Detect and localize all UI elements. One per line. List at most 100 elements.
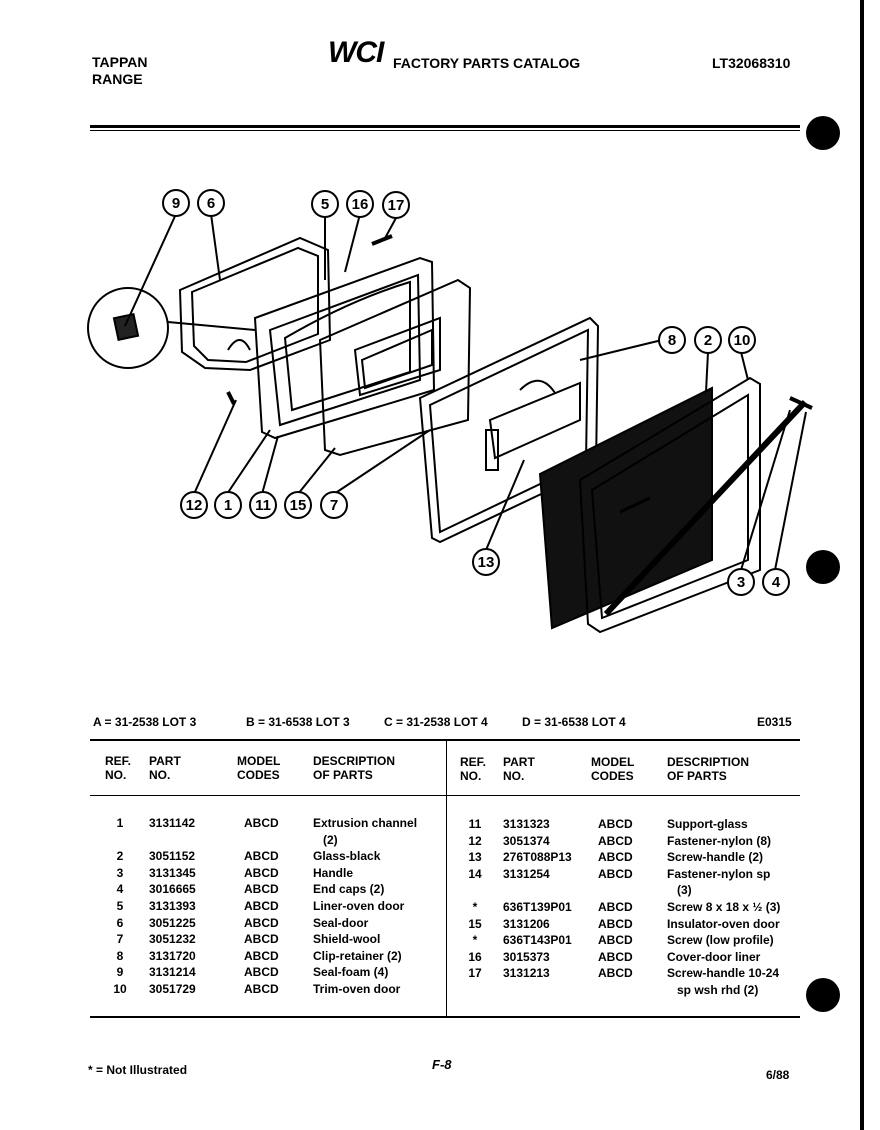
svg-text:2: 2 bbox=[704, 332, 712, 349]
svg-text:11: 11 bbox=[255, 497, 271, 514]
not-illustrated-note: * = Not Illustrated bbox=[88, 1063, 188, 1077]
table-top-rule bbox=[90, 739, 800, 741]
lot-c: C = 31-2538 LOT 4 bbox=[384, 715, 488, 729]
table-cell-part: 3131393 bbox=[149, 899, 196, 913]
table-cell-desc-cont: sp wsh rhd (2) bbox=[677, 983, 759, 997]
table-cell-part: 3131720 bbox=[149, 948, 196, 963]
svg-text:6: 6 bbox=[207, 195, 215, 212]
callout-9: 9 bbox=[162, 189, 190, 217]
header-rule-thin bbox=[90, 130, 800, 131]
header-ref-right: REF.NO. bbox=[460, 755, 487, 783]
table-bottom-rule bbox=[90, 1016, 800, 1018]
catalog-title: FACTORY PARTS CATALOG bbox=[393, 55, 581, 71]
table-cell-desc-cont: (2) bbox=[323, 832, 338, 847]
table-cell-model: ABCD bbox=[598, 949, 633, 964]
table-cell-desc: Support-glass bbox=[667, 817, 748, 831]
table-cell-model: ABCD bbox=[598, 916, 633, 931]
table-cell-part: 636T139P01 bbox=[503, 900, 572, 914]
table-cell-ref: 7 bbox=[116, 932, 124, 947]
table-cell-desc: Screw 8 x 18 x ½ (3) bbox=[667, 900, 781, 914]
table-cell-desc: Screw-handle (2) bbox=[667, 850, 764, 865]
table-cell-part: 3131214 bbox=[149, 965, 196, 980]
page-border-right bbox=[860, 0, 864, 1130]
svg-text:13: 13 bbox=[478, 554, 495, 571]
table-cell-ref: 13 bbox=[468, 850, 482, 865]
table-cell-model: ABCD bbox=[598, 900, 633, 914]
table-cell-desc: Fastener-nylon (8) bbox=[667, 833, 772, 848]
callout-13: 13 bbox=[472, 548, 500, 576]
table-divider bbox=[446, 741, 447, 1016]
svg-text:15: 15 bbox=[290, 497, 307, 514]
diagram-code: E0315 bbox=[757, 715, 792, 729]
table-cell-desc: End caps (2) bbox=[313, 882, 385, 897]
table-cell-part: 3051225 bbox=[149, 915, 196, 930]
lot-b: B = 31-6538 LOT 3 bbox=[246, 715, 350, 729]
table-cell-ref: * bbox=[472, 933, 478, 948]
callout-17: 17 bbox=[382, 191, 410, 219]
table-cell-desc: Glass-black bbox=[313, 849, 381, 864]
table-cell-part: 3051152 bbox=[149, 849, 196, 864]
table-cell-part: 3051374 bbox=[503, 833, 550, 848]
table-cell-ref: 17 bbox=[468, 966, 482, 981]
table-cell-ref: 3 bbox=[116, 865, 124, 880]
seal-door-part bbox=[178, 236, 332, 372]
binder-hole-middle bbox=[806, 550, 840, 584]
table-cell-desc: Extrusion channel bbox=[313, 816, 418, 830]
lot-a: A = 31-2538 LOT 3 bbox=[93, 715, 197, 729]
table-cell-ref: 15 bbox=[468, 916, 482, 931]
table-cell-model: ABCD bbox=[244, 982, 279, 996]
table-cell-desc: Handle bbox=[313, 865, 354, 880]
table-cell-model: ABCD bbox=[598, 966, 633, 981]
callout-layer: 9 6 5 16 17 8 2 10 12 1 11 15 7 13 3 4 bbox=[162, 189, 790, 596]
table-cell-desc: Shield-wool bbox=[313, 932, 381, 947]
callout-4: 4 bbox=[762, 568, 790, 596]
table-cell-model: ABCD bbox=[244, 899, 279, 913]
table-cell-model: ABCD bbox=[598, 933, 633, 948]
header-ref: REF.NO. bbox=[105, 754, 132, 782]
table-cell-part: 3051232 bbox=[149, 932, 196, 947]
exploded-door-diagram bbox=[87, 213, 813, 634]
callout-6: 6 bbox=[197, 189, 225, 217]
callout-16: 16 bbox=[346, 190, 374, 218]
table-cell-model: ABCD bbox=[244, 965, 279, 980]
svg-text:5: 5 bbox=[321, 196, 329, 213]
table-cell-desc-cont: (3) bbox=[677, 883, 692, 898]
table-cell-part: 3131142 bbox=[149, 816, 196, 830]
table-cell-model: ABCD bbox=[244, 882, 279, 897]
table-cell-part: 276T088P13 bbox=[503, 850, 572, 865]
table-cell-ref: 1 bbox=[116, 816, 124, 830]
catalog-date: 6/88 bbox=[766, 1068, 790, 1082]
callout-12: 12 bbox=[180, 491, 208, 519]
callout-10: 10 bbox=[728, 326, 756, 354]
table-cell-model: ABCD bbox=[244, 948, 279, 963]
foam-seal-detail bbox=[87, 287, 169, 369]
liner-oven-door-part bbox=[253, 256, 436, 440]
svg-text:4: 4 bbox=[772, 574, 781, 591]
callout-11: 11 bbox=[249, 491, 277, 519]
svg-text:1: 1 bbox=[224, 497, 232, 514]
catalog-number: LT32068310 bbox=[712, 55, 791, 71]
svg-text:8: 8 bbox=[668, 332, 676, 349]
table-cell-desc: Screw-handle 10-24 bbox=[667, 966, 780, 981]
table-cell-part: 636T143P01 bbox=[503, 933, 572, 948]
table-cell-part: 3131254 bbox=[503, 866, 550, 881]
header-rule bbox=[90, 125, 800, 128]
table-cell-model: ABCD bbox=[244, 865, 279, 880]
table-cell-part: 3131213 bbox=[503, 966, 550, 981]
table-cell-desc: Seal-foam (4) bbox=[313, 965, 389, 980]
table-cell-ref: 10 bbox=[113, 982, 127, 996]
table-cell-model: ABCD bbox=[598, 817, 633, 831]
table-cell-ref: 6 bbox=[116, 915, 124, 930]
callout-7: 7 bbox=[320, 491, 348, 519]
end-cap-part bbox=[789, 396, 813, 410]
table-header-rule bbox=[90, 795, 800, 796]
table-cell-part: 3016665 bbox=[149, 882, 196, 897]
table-cell-desc: Trim-oven door bbox=[313, 982, 401, 996]
callout-5: 5 bbox=[311, 190, 339, 218]
table-cell-desc: Seal-door bbox=[313, 915, 369, 930]
table-cell-desc: Cover-door liner bbox=[667, 949, 761, 964]
table-cell-model: ABCD bbox=[244, 816, 279, 830]
